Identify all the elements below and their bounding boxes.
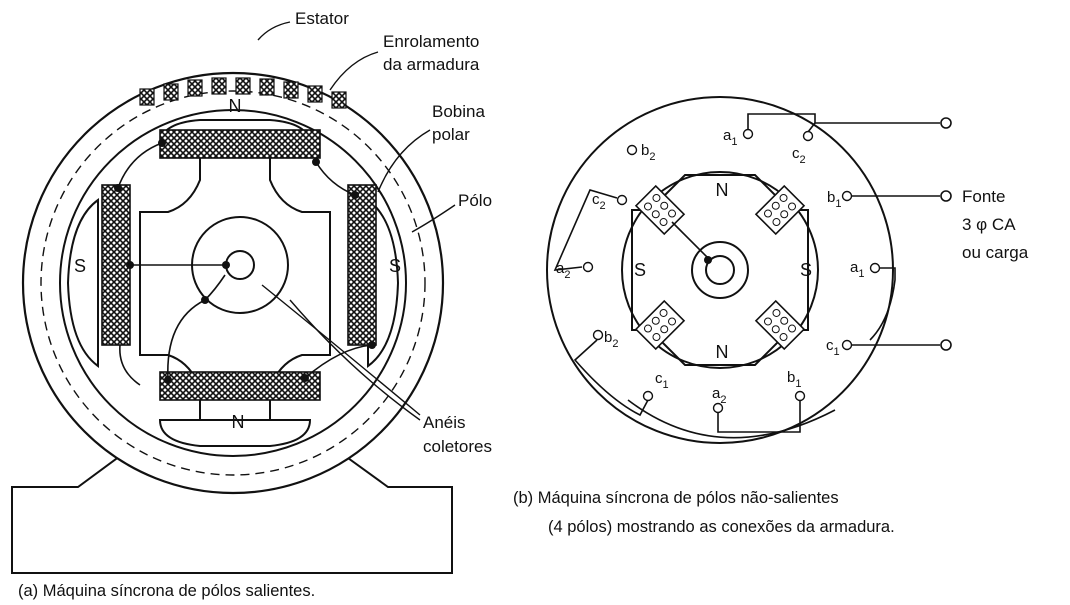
source-label-3: ou carga <box>962 243 1029 262</box>
terminal-b2: b2 <box>604 329 618 350</box>
terminal-b1-prime: b1 <box>787 369 801 390</box>
pole-coil-right <box>347 184 377 346</box>
machine-base <box>11 444 453 574</box>
terminal-a1: a1 <box>723 127 737 148</box>
pole-label-b-right: S <box>800 260 812 280</box>
pole-label-top: N <box>229 96 242 116</box>
terminal-labels: a1 c2 b2 c2 b1 a2 a1 b2 c1 c1 a2 b1 <box>556 127 864 406</box>
pole-coil-label-2: polar <box>432 125 470 144</box>
terminal-b1: b1 <box>827 189 841 210</box>
stator-label: Estator <box>295 9 349 28</box>
terminal-a1-prime: a1 <box>850 259 864 280</box>
slip-rings-label-2: coletores <box>423 437 492 456</box>
rotor-lead-dot-b <box>704 256 712 264</box>
pole-coil-left <box>101 184 131 346</box>
pole-label-left: S <box>74 256 86 276</box>
pole-shoe-bottom <box>158 419 312 447</box>
pole-shoe-left <box>66 198 99 368</box>
pole-label-b-bottom: N <box>716 342 729 362</box>
pole-coil-bottom <box>159 371 321 401</box>
winding-terminal-dots <box>582 128 881 414</box>
terminal-c1: c1 <box>826 337 840 358</box>
terminal-c2: c2 <box>792 145 806 166</box>
terminal-a2: a2 <box>712 385 726 406</box>
caption-a: (a) Máquina síncrona de pólos salientes. <box>18 582 315 600</box>
pole-label-b-top: N <box>716 180 729 200</box>
pole-label-right: S <box>389 256 401 276</box>
terminal-a2-prime: a2 <box>556 260 570 281</box>
terminal-c1-prime: c1 <box>655 370 669 391</box>
rotor-lead-b <box>671 221 709 259</box>
pole-label: Pólo <box>458 191 492 210</box>
armature-winding-label-1: Enrolamento <box>383 32 479 51</box>
connection-dots <box>114 139 376 384</box>
slip-rings-label-1: Anéis <box>423 413 466 432</box>
source-label-2: 3 φ CA <box>962 215 1016 234</box>
pole-coil-label-1: Bobina <box>432 102 485 121</box>
stator-dashed-boundary <box>40 90 426 476</box>
rotor-b-ring <box>621 171 819 369</box>
non-salient-pole-machine: N N S S a1 c2 b2 c2 b1 a2 a1 b2 c1 c1 a2… <box>513 96 1029 536</box>
source-label-1: Fonte <box>962 187 1005 206</box>
pole-coil-top <box>159 129 321 159</box>
pole-label-b-left: S <box>634 260 646 280</box>
caption-b-1: (b) Máquina síncrona de pólos não-salien… <box>513 489 839 507</box>
terminal-b2-prime: b2 <box>641 142 655 163</box>
pole-label-bottom: N <box>232 412 245 432</box>
leader-lines <box>257 21 456 421</box>
shaft-inner-b <box>705 255 735 285</box>
caption-b-2: (4 pólos) mostrando as conexões da armad… <box>548 518 895 536</box>
terminal-c2-left: c2 <box>592 191 606 212</box>
armature-winding-slots <box>139 77 347 109</box>
output-terminal-dots <box>940 117 952 351</box>
slip-ring-inner <box>225 250 255 280</box>
salient-pole-machine: N N S S Estator Enrolamento da armadura … <box>11 9 492 600</box>
armature-winding-label-2: da armadura <box>383 55 480 74</box>
armature-connections <box>553 113 940 439</box>
